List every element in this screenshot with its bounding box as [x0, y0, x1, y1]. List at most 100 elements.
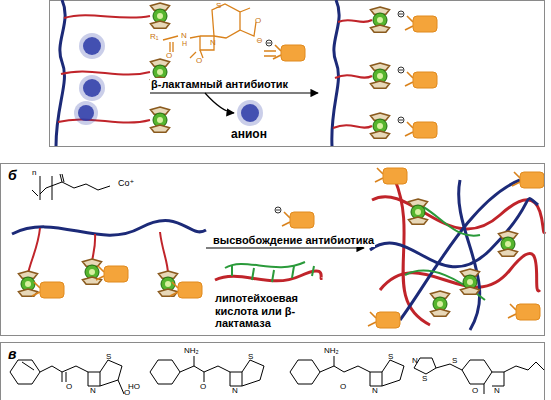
- antibiotic-blob: [520, 172, 544, 188]
- panel-letter: б: [8, 167, 17, 183]
- carboxylate-bond: [96, 266, 104, 280]
- cobaltocenium-group: [371, 113, 390, 138]
- cobaltocenium-group: [371, 63, 390, 88]
- cyclopentadienyl-ring: [371, 81, 390, 88]
- charge-symbol: [399, 120, 403, 121]
- antibiotic-blob: [512, 172, 544, 188]
- antibiotic-blob: [266, 40, 305, 61]
- polymer-network: [370, 180, 545, 330]
- charge-symbol: [276, 210, 280, 211]
- beta-lactam-structure: [163, 4, 256, 58]
- charge-symbol: [267, 43, 271, 44]
- cobalt-center: [165, 281, 171, 287]
- cobaltocenium-group: [499, 231, 518, 256]
- antibiotic-blob: [375, 168, 407, 184]
- charge-symbol: [399, 70, 403, 71]
- equals-sign: [264, 51, 276, 56]
- atom-label: S: [452, 356, 457, 365]
- antibiotic-blob: [368, 312, 400, 328]
- cyclopentadienyl-ring: [371, 25, 390, 32]
- cyclopentadienyl-ring: [151, 125, 170, 132]
- atom-label: S: [248, 352, 253, 361]
- carboxylate-bond: [405, 122, 413, 136]
- curved-arrow: [205, 93, 234, 113]
- charge-symbol: [275, 207, 281, 213]
- charge-symbol: [398, 117, 404, 123]
- carboxylate-bond: [512, 172, 520, 186]
- cobalt-center: [467, 279, 473, 285]
- cobaltocenium-group: [151, 107, 170, 132]
- cyclopentadienyl-ring: [461, 287, 480, 294]
- anion-label: анион: [230, 128, 268, 142]
- charge-symbol: [398, 67, 404, 73]
- atom-label: N: [181, 31, 187, 40]
- atom-label: S: [388, 352, 393, 361]
- carboxylate-bond: [375, 168, 383, 182]
- cobalt-center: [437, 301, 443, 307]
- side-chain: [333, 20, 372, 128]
- carboxylate-bond: [282, 212, 290, 226]
- cobalt-center: [377, 123, 383, 129]
- cobalt-center: [157, 69, 163, 75]
- atom-label: N: [494, 386, 500, 395]
- carboxylate-bond: [32, 282, 40, 296]
- cobaltocenium-group: [151, 3, 170, 28]
- cobaltocenium-group: [461, 269, 480, 294]
- atom-label: N: [232, 386, 238, 395]
- atom-label: O: [196, 56, 202, 65]
- atom-label: S: [106, 352, 111, 361]
- antibiotic-blob: [104, 266, 128, 282]
- monomer-structure: [32, 174, 110, 200]
- carboxylate-bond: [170, 282, 178, 296]
- cobaltocenium-group: [159, 271, 178, 296]
- cyclopentadienyl-ring: [409, 217, 428, 224]
- cobalt-center: [377, 73, 383, 79]
- antibiotic-blob: [398, 67, 437, 88]
- atom-label: H: [182, 40, 187, 48]
- cobalt-center: [415, 209, 421, 215]
- antibiotic-blob: [398, 117, 437, 138]
- cobaltocenium-group: [371, 7, 390, 32]
- antibiotic-blob: [178, 282, 202, 298]
- cobalt-center: [157, 13, 163, 19]
- atom-label: N: [372, 386, 378, 395]
- cobalt-center: [89, 269, 95, 275]
- atom-label: O: [472, 386, 478, 395]
- atom-label: n: [32, 168, 36, 177]
- charge-symbol: [399, 14, 403, 15]
- atom-label: O: [166, 51, 172, 60]
- antibiotic-blob: [398, 11, 437, 32]
- antibiotic-blob: [40, 282, 64, 298]
- carboxylate-bond: [405, 72, 413, 86]
- antibiotic-blob: [413, 122, 437, 138]
- antibiotic-blob: [413, 72, 437, 88]
- panel-letter: в: [8, 346, 16, 362]
- cobaltocenium-group: [431, 291, 450, 316]
- charge-symbol: [398, 11, 404, 17]
- antibiotic-blob: [508, 304, 540, 320]
- carboxylate-bond: [368, 312, 376, 326]
- atom-label: HO: [128, 382, 140, 391]
- side-chain: [58, 15, 150, 122]
- antibiotic-blob: [383, 168, 407, 184]
- antibiotic-blob: [275, 207, 314, 228]
- atom-label: O: [255, 16, 261, 25]
- panel-frame: [50, 1, 545, 147]
- atom-label: N: [210, 38, 216, 47]
- atom-label: NH₂: [184, 346, 199, 355]
- cyclopentadienyl-ring: [499, 249, 518, 256]
- carboxylate-bond: [405, 16, 413, 30]
- arrow-label: β-лактамный антибиотик: [150, 78, 289, 91]
- antibiotic-blob: [96, 266, 128, 282]
- atom-label: R₁: [150, 32, 158, 41]
- atom-label: NH₂: [324, 346, 339, 355]
- lipoteichoic-branch: [232, 266, 314, 282]
- cobalt-center: [157, 117, 163, 123]
- cobalt-center: [377, 17, 383, 23]
- arrow-label: высвобождение антибиотика: [212, 234, 375, 247]
- cyclopentadienyl-ring: [431, 309, 450, 316]
- antibiotic-blob: [413, 16, 437, 32]
- panel-box: в: [0, 342, 545, 400]
- atom-label: O: [200, 382, 206, 391]
